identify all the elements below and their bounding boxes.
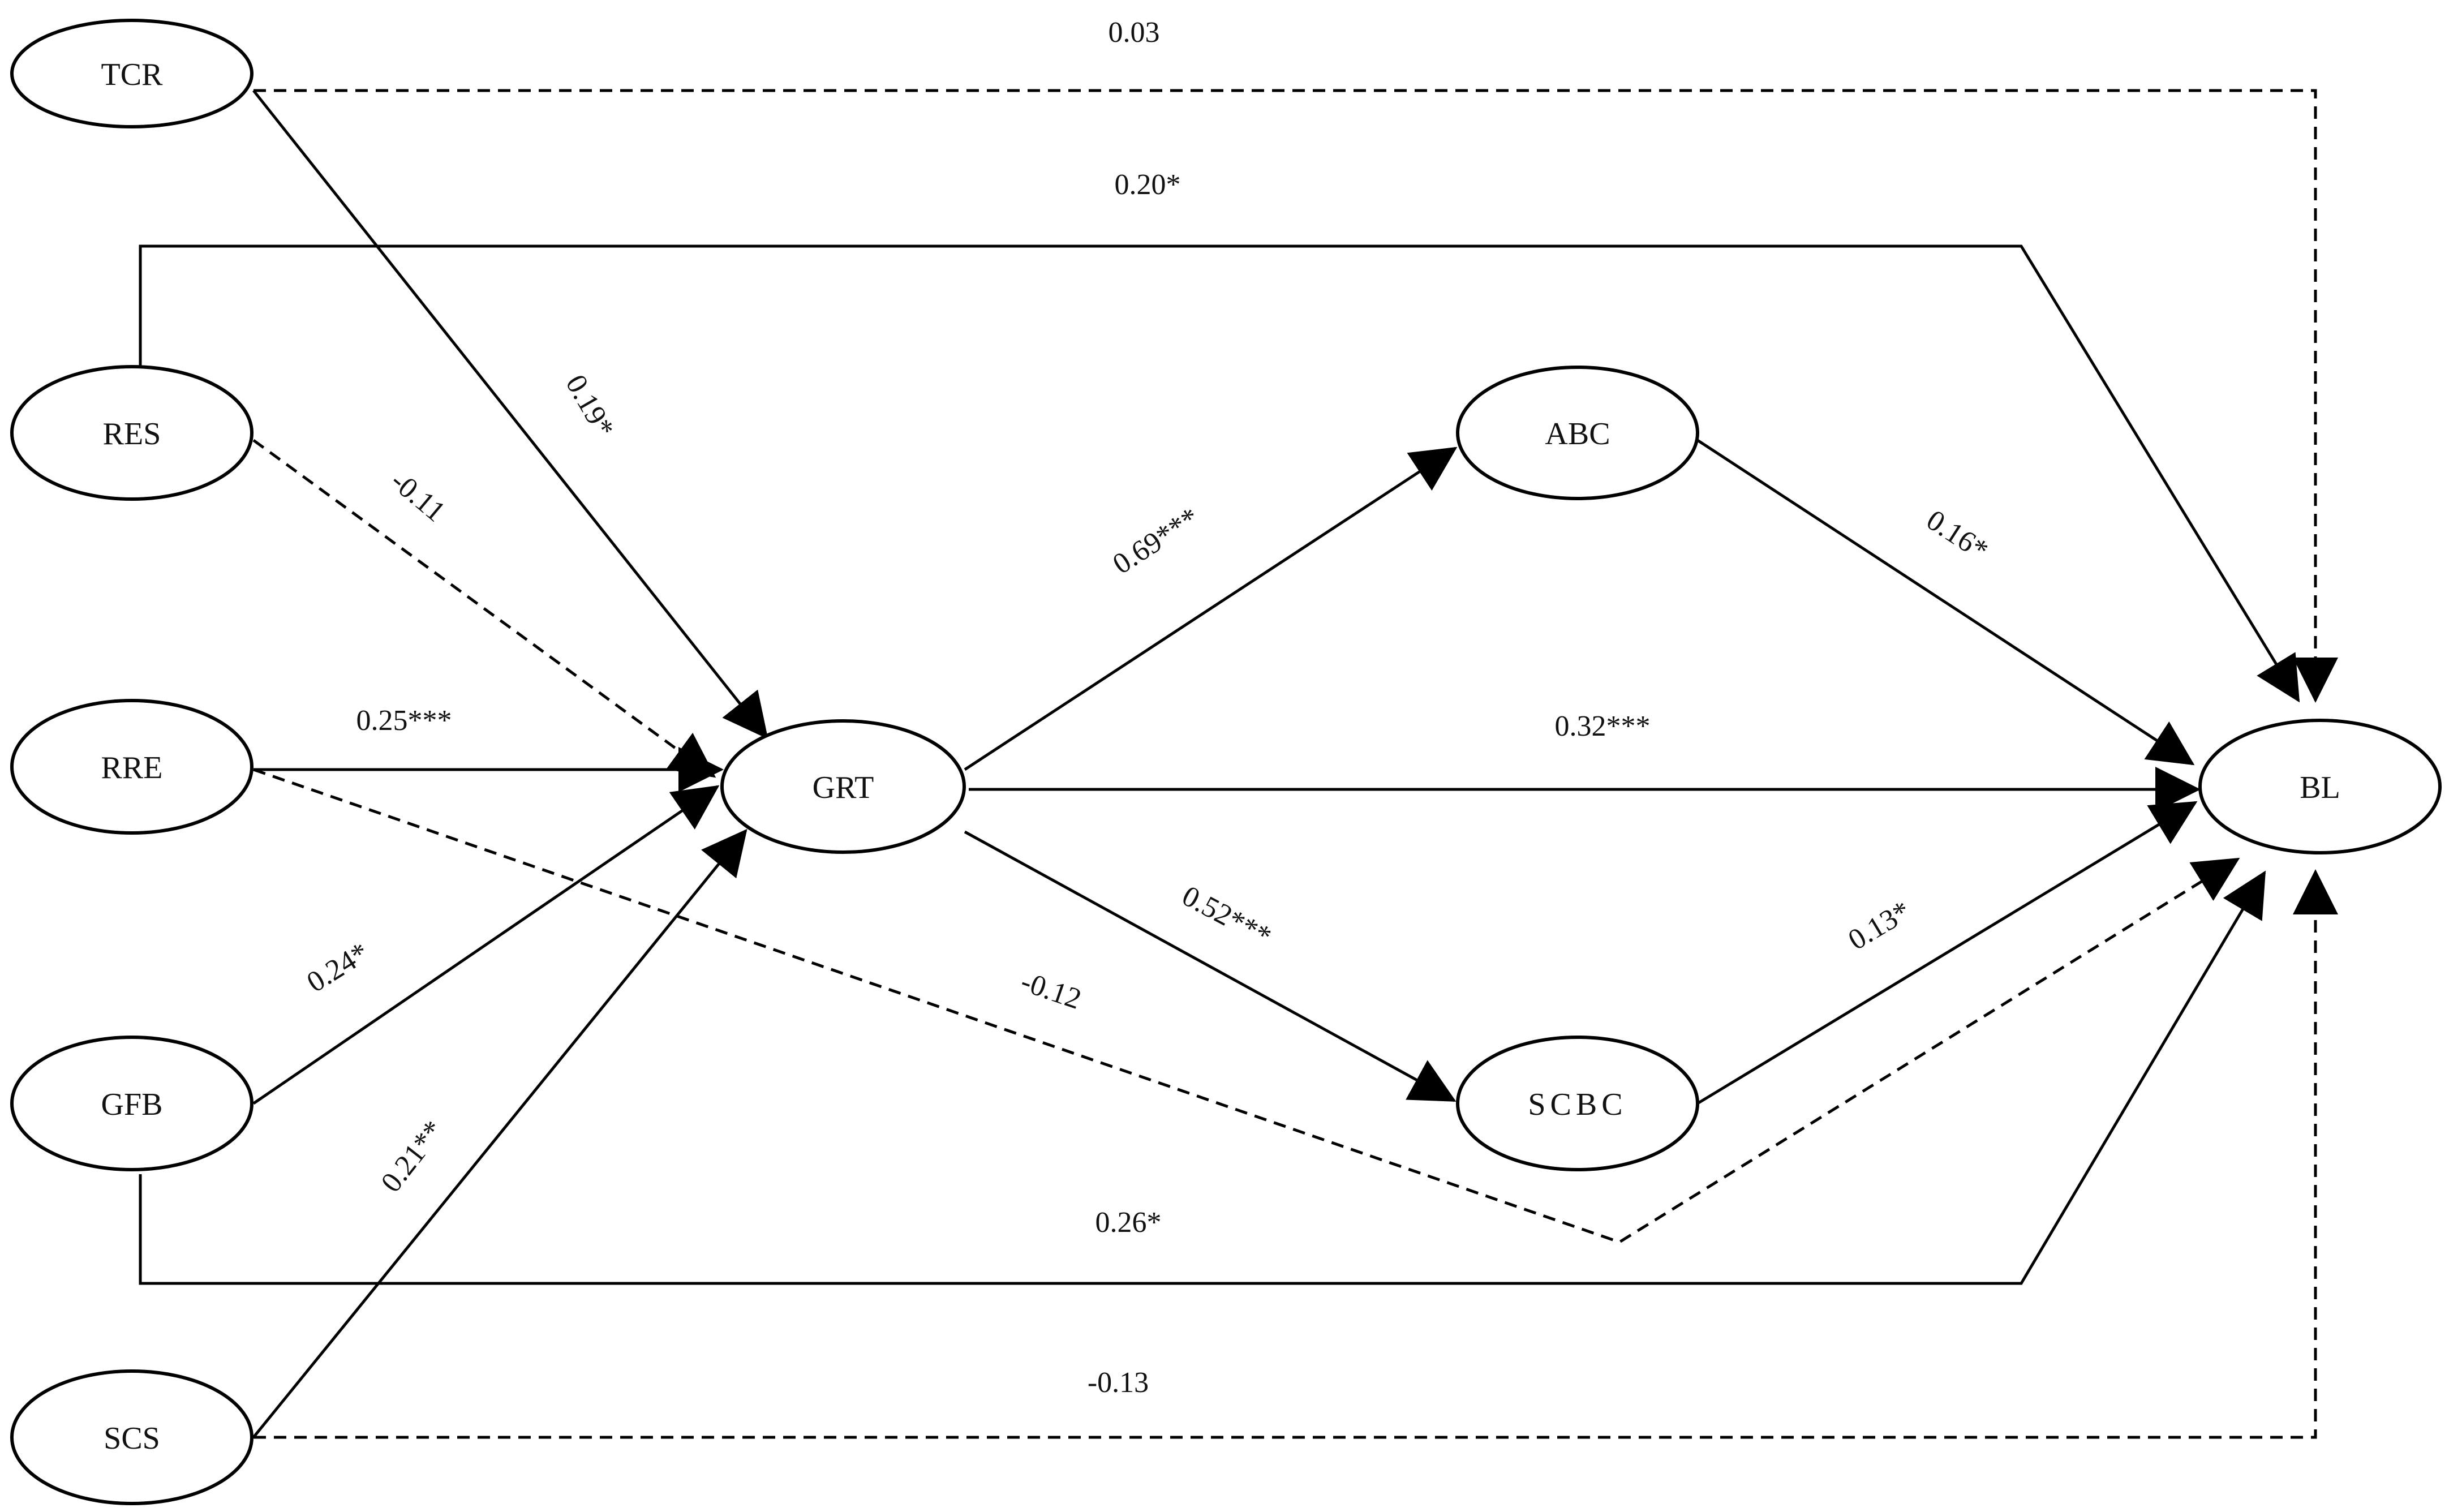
node-scs: SCS — [10, 1369, 254, 1505]
label-scbc-bl: 0.13* — [1843, 895, 1917, 956]
label-grt-bl: 0.32*** — [1555, 710, 1651, 742]
node-grt: GRT — [720, 719, 966, 854]
node-res-label: RES — [103, 416, 161, 452]
edge-rre-bl — [253, 768, 2240, 1244]
label-grt-abc: 0.69*** — [1107, 501, 1205, 581]
label-rre-grt: 0.25*** — [356, 705, 452, 737]
label-abc-bl: 0.16* — [1920, 504, 1993, 567]
node-rre: RRE — [10, 699, 254, 835]
node-scbc-label: SCBC — [1528, 1087, 1627, 1122]
node-tcr: TCR — [10, 19, 254, 128]
node-scbc: SCBC — [1456, 1036, 1699, 1171]
edge-tcr-bl — [254, 89, 2338, 703]
label-gfb-bl: 0.26* — [1095, 1206, 1162, 1239]
label-scs-grt: 0.21** — [375, 1115, 450, 1199]
node-bl: BL — [2198, 719, 2442, 854]
node-bl-label: BL — [2300, 770, 2340, 805]
label-res-grt: -0.11 — [385, 465, 452, 528]
edge-tcr-grt — [252, 89, 768, 740]
label-tcr-grt: 0.19* — [559, 370, 620, 443]
edge-gfb-grt — [252, 785, 720, 1105]
label-tcr-bl: 0.03 — [1109, 16, 1160, 49]
edge-scs-grt — [252, 828, 747, 1438]
node-grt-label: GRT — [813, 770, 874, 805]
edge-res-bl — [139, 244, 2300, 703]
edge-grt-abc — [964, 446, 1458, 771]
edge-abc-bl — [1696, 439, 2195, 766]
label-grt-scbc: 0.52*** — [1177, 880, 1277, 953]
node-gfb-label: GFB — [101, 1087, 163, 1122]
node-tcr-label: TCR — [101, 57, 164, 92]
node-res: RES — [10, 365, 254, 501]
edge-gfb-bl — [139, 870, 2266, 1285]
label-rre-bl: -0.12 — [1017, 965, 1085, 1016]
node-scs-label: SCS — [104, 1421, 160, 1456]
edge-res-grt — [252, 439, 716, 778]
edge-scs-bl — [254, 869, 2338, 1439]
label-gfb-grt: 0.24* — [302, 937, 375, 999]
node-gfb: GFB — [10, 1036, 254, 1171]
edge-scbc-bl — [1696, 801, 2198, 1105]
node-abc-label: ABC — [1545, 416, 1610, 452]
label-scs-bl: -0.13 — [1088, 1367, 1149, 1399]
node-abc: ABC — [1456, 366, 1699, 500]
node-rre-label: RRE — [101, 750, 163, 785]
label-res-bl: 0.20* — [1115, 169, 1181, 201]
edge-grt-scbc — [964, 830, 1456, 1102]
